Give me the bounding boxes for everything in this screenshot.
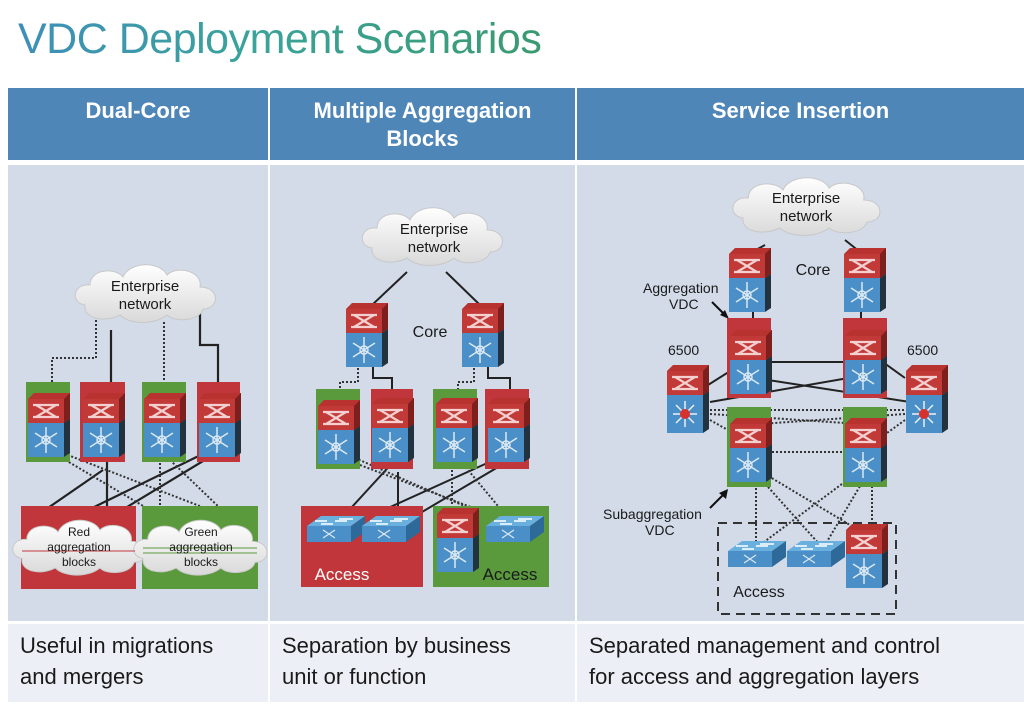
desc-line: Separated management and control [589, 633, 941, 658]
access-switch-icon [306, 515, 366, 543]
link-solid [445, 271, 481, 306]
red-block-label: blocks [62, 555, 96, 569]
link-dotted [709, 419, 736, 435]
red-block-label: aggregation [47, 540, 110, 554]
green-block-label: aggregation [169, 540, 232, 554]
access-label: Access [315, 565, 370, 584]
nexus-switch-icon [197, 391, 243, 459]
aggregation-vdc-label: VDC [669, 296, 699, 312]
nexus-switch-icon [728, 416, 774, 484]
access-switch-icon [786, 540, 846, 568]
access-switch-icon [485, 515, 545, 543]
link-solid [487, 360, 511, 392]
nexus-switch-icon [844, 522, 890, 590]
link-dotted [51, 320, 97, 393]
cloud-label: network [408, 239, 461, 256]
link-dotted [759, 477, 821, 546]
description-dual-core: Useful in migrations and mergers [8, 624, 268, 702]
access-switch-icon [727, 540, 787, 568]
cloud-label: Enterprise [111, 278, 179, 295]
nexus-switch-icon [843, 416, 889, 484]
header-service-insertion-label: Service Insertion [711, 98, 890, 123]
link-dotted [457, 360, 475, 392]
cloud-label: network [119, 296, 172, 313]
link-solid [371, 271, 408, 306]
link-dotted [824, 475, 867, 546]
cloud-label: Enterprise [400, 221, 468, 238]
dual-core-diagram: Enterprise network Red aggregation block… [12, 264, 268, 589]
access-switch-icon [361, 515, 421, 543]
aggregation-vdc-label: Aggregation [643, 280, 719, 296]
header-service-insertion: Service Insertion [577, 88, 1024, 160]
desc-line: Useful in migrations [20, 633, 214, 658]
header-dual-core-label: Dual-Core [85, 98, 191, 123]
nexus-switch-icon [142, 391, 188, 459]
subaggregation-vdc-label: Subaggregation [603, 506, 702, 522]
core-switch-icon [842, 246, 888, 314]
nexus-switch-icon [728, 328, 774, 396]
description-multi-agg: Separation by business unit or function [270, 624, 575, 702]
nexus-switch-icon [435, 506, 481, 574]
desc-line: Separation by business [282, 633, 511, 658]
core-label: Core [413, 324, 448, 341]
6500-label: 6500 [907, 342, 938, 358]
header-dual-core: Dual-Core [8, 88, 268, 160]
green-block-label: blocks [184, 555, 218, 569]
nexus-switch-icon [486, 396, 532, 464]
catalyst-6500-icon [665, 363, 711, 435]
description-service-insertion: Separated management and control for acc… [577, 624, 1024, 702]
core-switch-icon [344, 301, 390, 369]
access-label: Access [483, 565, 538, 584]
nexus-switch-icon [843, 328, 889, 396]
header-multiple-aggregation: Multiple Aggregation Blocks [270, 88, 575, 160]
header-multi-agg-line2: Blocks [386, 126, 459, 151]
access-label: Access [733, 584, 785, 601]
link-dotted [61, 457, 151, 511]
link-dotted [764, 473, 851, 526]
core-switch-icon [727, 246, 773, 314]
nexus-switch-icon [370, 396, 416, 464]
catalyst-6500-icon [904, 363, 950, 435]
link-solid [87, 447, 216, 511]
multi-agg-diagram: Enterprise network Core Access Access [301, 207, 549, 587]
nexus-switch-icon [81, 391, 127, 459]
cloud-label: Enterprise [772, 190, 840, 207]
page-title: VDC Deployment Scenarios [18, 15, 542, 63]
link-solid [198, 313, 220, 394]
core-switch-icon [460, 301, 506, 369]
desc-line: and mergers [20, 664, 144, 689]
link-solid [767, 379, 911, 403]
link-solid [372, 360, 393, 392]
nexus-switch-icon [26, 391, 72, 459]
desc-line: unit or function [282, 664, 427, 689]
arrow-icon [709, 493, 725, 509]
6500-label: 6500 [668, 342, 699, 358]
nexus-switch-icon [434, 396, 480, 464]
link-dotted [169, 459, 223, 511]
link-dotted [59, 451, 211, 511]
green-block-label: Green [184, 525, 217, 539]
header-multi-agg-line1: Multiple Aggregation [313, 98, 532, 123]
link-dotted [339, 360, 359, 392]
cloud-label: network [780, 208, 833, 225]
subaggregation-vdc-label: VDC [645, 522, 675, 538]
nexus-switch-icon [316, 398, 362, 466]
link-dotted [759, 471, 859, 546]
red-block-label: Red [68, 525, 90, 539]
service-insertion-diagram: Enterprise network Core Aggregation VDC … [603, 177, 950, 615]
desc-line: for access and aggregation layers [589, 664, 920, 689]
core-label: Core [796, 262, 831, 279]
